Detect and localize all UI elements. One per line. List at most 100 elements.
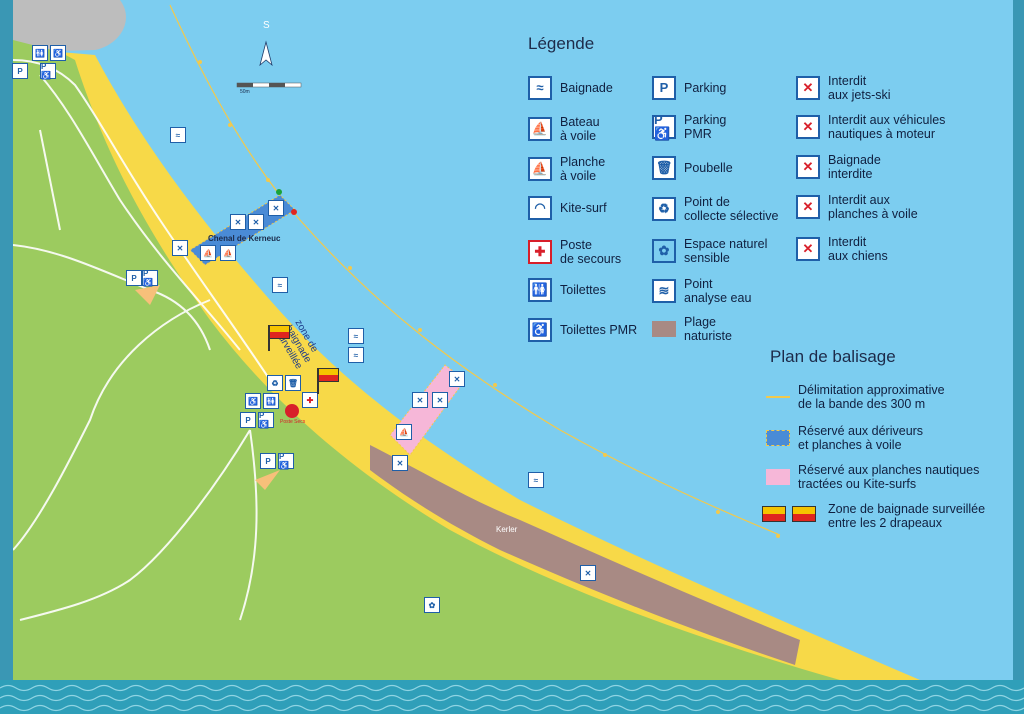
buoy bbox=[493, 383, 497, 387]
legend-item-naturist: Plage naturiste bbox=[652, 315, 732, 343]
buoy bbox=[418, 328, 422, 332]
300m-limit-line bbox=[169, 4, 781, 536]
wave-line bbox=[0, 704, 1024, 712]
parking-icon: P bbox=[260, 453, 276, 469]
legend-item-accessible-parking: P♿ Parking PMR bbox=[652, 112, 727, 141]
buoy bbox=[348, 266, 352, 270]
legend-item-parking: P Parking bbox=[652, 76, 726, 100]
parking-area bbox=[135, 285, 160, 305]
trash-icon: 🗑 bbox=[652, 156, 676, 180]
legend-item-toilets: 🚻 Toilettes bbox=[528, 278, 606, 302]
balisage-title: Plan de balisage bbox=[770, 347, 896, 366]
accessible-parking-icon: P♿ bbox=[652, 113, 676, 141]
legend-item-no-windsurf: ✕ Interdit aux planches à voile bbox=[796, 193, 918, 221]
kitesurf-icon: ⛵ bbox=[396, 424, 412, 440]
balisage-item-300m: Délimitation approximative de la bande d… bbox=[766, 383, 945, 411]
nature-area-icon: ✿ bbox=[424, 597, 440, 613]
no-motorboat-icon: ✕ bbox=[796, 115, 820, 139]
north-arrow-icon bbox=[259, 40, 273, 67]
first-aid-icon: ✚ bbox=[528, 240, 552, 264]
buoy bbox=[198, 60, 202, 64]
green-buoy bbox=[276, 189, 282, 195]
no-motorboat-icon: ✕ bbox=[230, 214, 246, 230]
kerler-label: Kerler bbox=[496, 525, 518, 534]
recycling-icon: ♻ bbox=[652, 197, 676, 221]
swimmer-icon: ≈ bbox=[528, 76, 552, 100]
swimmer-icon: ≈ bbox=[170, 127, 186, 143]
accessible-parking-icon: P♿ bbox=[258, 411, 274, 429]
left-border bbox=[0, 0, 13, 680]
no-dogs-icon: ✕ bbox=[796, 237, 820, 261]
rock-area bbox=[13, 0, 126, 52]
trash-icon: 🗑 bbox=[285, 375, 301, 391]
road bbox=[19, 429, 251, 621]
swimmer-icon: ≈ bbox=[272, 277, 288, 293]
legend-item-kitesurf: ◠ Kite-surf bbox=[528, 196, 607, 220]
sail-zone-swatch bbox=[766, 430, 790, 446]
no-windsurf-icon: ✕ bbox=[432, 392, 448, 408]
legend-item-nature: ✿ Espace naturel sensible bbox=[652, 237, 767, 265]
legend-item-trash: 🗑 Poubelle bbox=[652, 156, 733, 180]
buoy bbox=[228, 123, 232, 127]
accessible-toilets-icon: ♿ bbox=[50, 45, 66, 61]
road bbox=[239, 429, 258, 621]
right-border bbox=[1013, 0, 1024, 680]
no-windsurf-icon: ✕ bbox=[412, 392, 428, 408]
swimmer-icon: ≈ bbox=[348, 328, 364, 344]
road bbox=[12, 244, 211, 351]
no-dogs-icon: ✕ bbox=[392, 455, 408, 471]
300m-line-swatch bbox=[766, 396, 790, 398]
wave-line bbox=[0, 694, 1024, 702]
no-swimming-icon: ✕ bbox=[796, 155, 820, 179]
recycling-icon: ♻ bbox=[267, 375, 283, 391]
naturist-beach-area bbox=[370, 445, 800, 665]
windsurf-icon: ⛵ bbox=[220, 245, 236, 261]
beach-flag bbox=[268, 325, 290, 351]
legend-item-water-analysis: ≋ Point analyse eau bbox=[652, 277, 751, 305]
legend-item-accessible-toilets: ♿ Toilettes PMR bbox=[528, 318, 637, 342]
legend-item-no-swimming: ✕ Baignade interdite bbox=[796, 153, 881, 181]
road bbox=[39, 129, 61, 231]
accessible-parking-icon: P♿ bbox=[142, 269, 158, 287]
rescue-post-label: Poste Secs bbox=[280, 419, 306, 425]
legend-item-no-motorboat: ✕ Interdit aux véhicules nautiques à mot… bbox=[796, 113, 945, 141]
sailboat-icon: ⛵ bbox=[528, 117, 552, 141]
legend-item-first-aid: ✚ Poste de secours bbox=[528, 238, 621, 266]
legend-item-windsurf: ⛵ Planche à voile bbox=[528, 155, 605, 183]
buoy bbox=[776, 534, 780, 538]
no-swimming-icon: ✕ bbox=[268, 200, 284, 216]
flags-pair-icon bbox=[762, 506, 820, 526]
kitesurf-icon: ◠ bbox=[528, 196, 552, 220]
beach-flag bbox=[317, 368, 339, 394]
windsurf-icon: ⛵ bbox=[528, 157, 552, 181]
toilets-icon: 🚻 bbox=[528, 278, 552, 302]
kite-zone-swatch bbox=[766, 469, 790, 485]
accessible-toilets-icon: ♿ bbox=[528, 318, 552, 342]
buoy bbox=[716, 510, 720, 514]
wave-line bbox=[0, 684, 1024, 692]
no-jetski-icon: ✕ bbox=[449, 371, 465, 387]
road bbox=[39, 74, 241, 351]
no-swimming-icon: ✕ bbox=[172, 240, 188, 256]
road bbox=[12, 59, 271, 381]
legend-title: Légende bbox=[528, 34, 595, 53]
balisage-item-sail: Réservé aux dériveurs et planches à voil… bbox=[766, 424, 923, 452]
water-analysis-icon: ≋ bbox=[652, 279, 676, 303]
nature-area-icon: ✿ bbox=[652, 239, 676, 263]
balisage-item-flags: Zone de baignade surveillée entre les 2 … bbox=[762, 502, 985, 530]
legend-item-no-jetski: ✕ Interdit aux jets-ski bbox=[796, 74, 891, 102]
accessible-parking-icon: P♿ bbox=[278, 452, 294, 470]
toilets-icon: 🚻 bbox=[263, 393, 279, 409]
parking-icon: P bbox=[240, 412, 256, 428]
no-swimming-icon: ✕ bbox=[248, 214, 264, 230]
parking-area bbox=[255, 470, 280, 490]
legend-item-baignade: ≈ Baignade bbox=[528, 76, 613, 100]
rescue-post-marker bbox=[285, 404, 299, 418]
compass-label: S bbox=[263, 20, 270, 31]
buoy bbox=[603, 453, 607, 457]
parking-icon: P bbox=[126, 270, 142, 286]
toilets-icon: 🚻 bbox=[32, 45, 48, 61]
no-windsurf-icon: ✕ bbox=[796, 195, 820, 219]
swimmer-icon: ≈ bbox=[528, 472, 544, 488]
